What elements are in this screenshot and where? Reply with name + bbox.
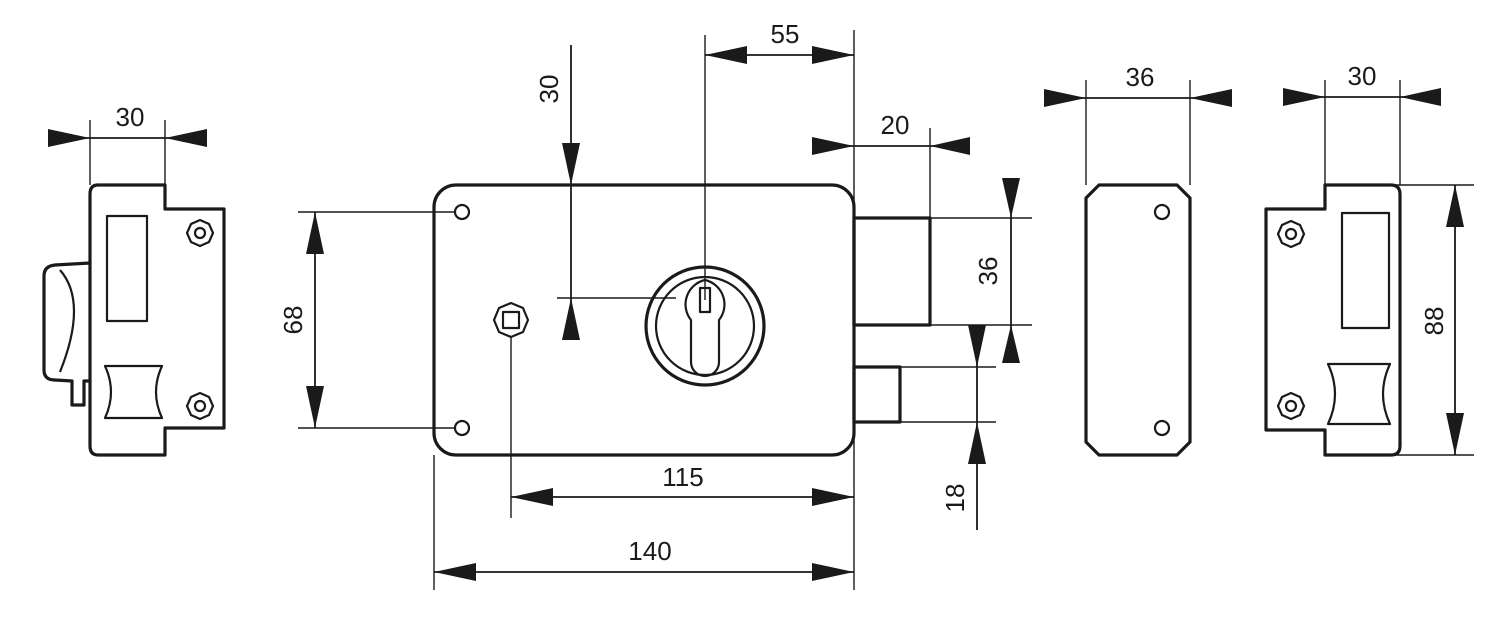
dim-latch-height-label: 18 xyxy=(940,484,970,513)
back-view-body xyxy=(1084,183,1192,457)
dim-screw-spacing-label: 68 xyxy=(278,306,308,335)
dim-cylinder-offset-arrow-right xyxy=(812,46,854,64)
mounting-hole-top xyxy=(453,203,471,221)
mounting-hole-bottom xyxy=(453,419,471,437)
dim-bolt-height-arrow-top xyxy=(1002,178,1020,218)
right-view-upper-slot xyxy=(1340,211,1391,330)
back-view-dim-arrow-right xyxy=(1190,89,1232,107)
dim-latch-height-arrow-bottom xyxy=(968,422,986,464)
dim-screw-spacing-arrow-bottom xyxy=(306,386,324,428)
front-view: 30 55 20 68 36 18 115 140 xyxy=(278,19,1032,590)
dim-spindle-label: 115 xyxy=(662,462,703,492)
right-view-lower-window xyxy=(1326,362,1392,426)
dim-case-length-arrow-left xyxy=(434,563,476,581)
dim-top-offset-arrow-bottom xyxy=(562,298,580,340)
spindle-hub xyxy=(492,301,530,339)
left-view-dim-arrow-right xyxy=(165,129,207,147)
right-view-height-label: 88 xyxy=(1419,307,1449,336)
right-view-height-arrow-bottom xyxy=(1446,413,1464,455)
cylinder-keyhole xyxy=(684,278,726,378)
back-view-hole-top xyxy=(1153,203,1171,221)
dim-case-length-label: 140 xyxy=(628,536,671,566)
left-view-width-label: 30 xyxy=(116,102,145,132)
dim-latch-height-arrow-top xyxy=(968,325,986,367)
deadbolt xyxy=(852,216,932,327)
dim-top-offset-arrow-top xyxy=(562,143,580,185)
right-view-screw-bottom xyxy=(1276,391,1306,421)
dim-bolt-height-arrow-bottom xyxy=(1002,325,1020,363)
left-view-lower-window xyxy=(103,364,164,420)
back-view-hole-bottom xyxy=(1153,419,1171,437)
right-side-view: 30 88 xyxy=(1264,61,1474,457)
right-view-dim-arrow-right xyxy=(1400,88,1441,106)
left-view-cylinder-profile xyxy=(42,261,92,407)
right-view-body-outline xyxy=(1264,183,1402,457)
dim-bolt-height-label: 36 xyxy=(973,257,1003,286)
right-view-width-label: 30 xyxy=(1348,61,1377,91)
left-side-view: 30 xyxy=(42,102,226,457)
back-view: 36 xyxy=(1044,62,1232,457)
dim-screw-spacing-arrow-top xyxy=(306,212,324,254)
dim-spindle-arrow-right xyxy=(812,488,854,506)
left-view-upper-slot xyxy=(105,214,149,323)
dim-top-offset-label: 30 xyxy=(534,75,564,104)
right-view-height-arrow-top xyxy=(1446,185,1464,227)
dim-bolt-projection-arrow-right xyxy=(930,137,970,155)
right-view-screw-top xyxy=(1276,219,1306,249)
right-view-dim-arrow-left xyxy=(1283,88,1325,106)
dim-case-length-arrow-right xyxy=(812,563,854,581)
left-view-body-outline xyxy=(88,183,226,457)
dim-bolt-projection-label: 20 xyxy=(881,110,910,140)
dim-cylinder-offset-label: 55 xyxy=(771,19,800,49)
back-view-dim-arrow-left xyxy=(1044,89,1086,107)
dim-bolt-projection-arrow-left xyxy=(812,137,854,155)
latch-bolt xyxy=(852,365,902,424)
left-view-cylinder-cam xyxy=(58,269,75,373)
back-view-width-label: 36 xyxy=(1126,62,1155,92)
case-body xyxy=(432,183,856,457)
left-view-dim-arrow-left xyxy=(48,129,90,147)
dim-cylinder-offset-arrow-left xyxy=(705,46,747,64)
dim-spindle-arrow-left xyxy=(511,488,553,506)
left-view-screw-top xyxy=(185,218,215,248)
left-view-screw-bottom xyxy=(185,391,215,421)
